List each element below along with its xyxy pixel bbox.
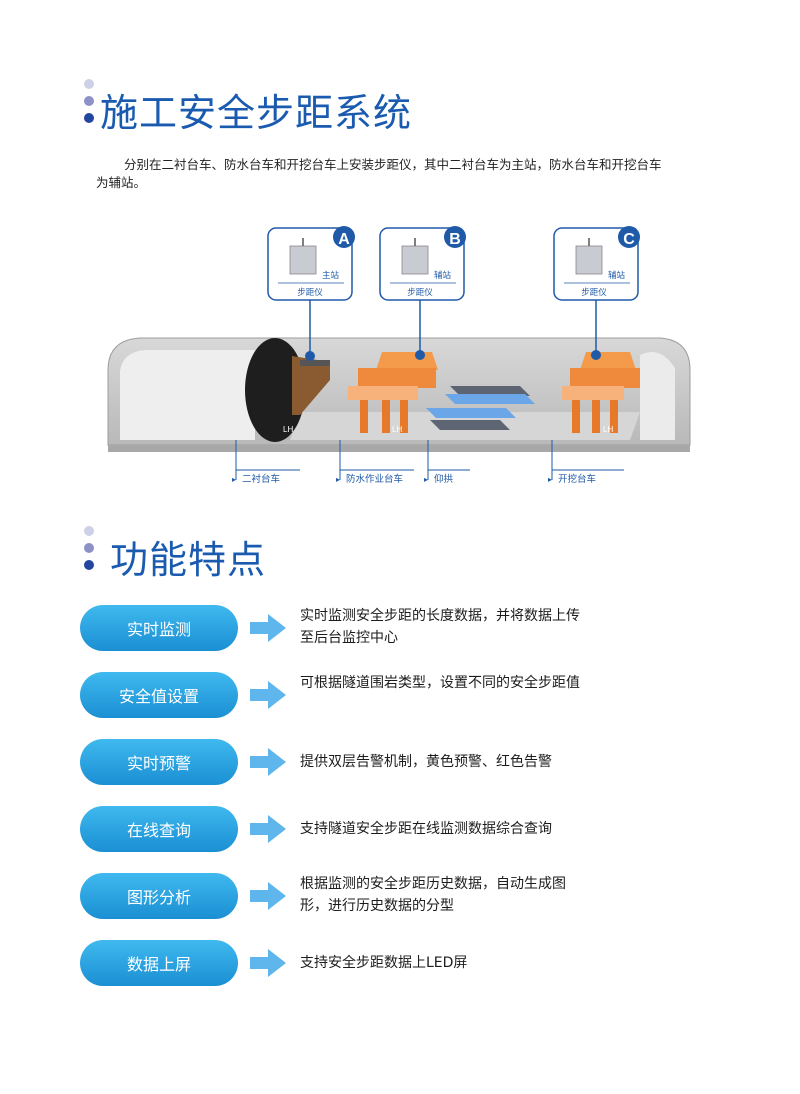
device-box-a: 主站 步距仪 A	[267, 226, 355, 301]
tunnel-inner-right	[640, 351, 675, 440]
svg-text:仰拱: 仰拱	[434, 473, 454, 485]
tunnel-diagram: LH LH LH 主站 步距仪	[107, 226, 691, 485]
device-box-b: 辅站 步距仪 B	[379, 226, 466, 301]
feature-pill: 实时监测	[80, 605, 238, 651]
feature-pill: 在线查询	[80, 806, 238, 852]
arrow-right-icon	[250, 748, 286, 776]
feature-pill: 图形分析	[80, 873, 238, 919]
bottom-label-excavation	[551, 440, 624, 480]
intro-paragraph: 分别在二衬台车、防水台车和开挖台车上安装步距仪，其中二衬台车为主站，防水台车和开…	[96, 156, 666, 192]
bottom-label-waterproof	[339, 440, 414, 480]
arrow-right-icon	[250, 882, 286, 910]
title-bullet-dots	[84, 79, 96, 130]
feature-desc: 支持安全步距数据上LED屏	[300, 955, 468, 971]
feature-desc: 支持隧道安全步距在线监测数据综合查询	[300, 821, 552, 837]
svg-text:步距仪: 步距仪	[581, 288, 607, 298]
svg-text:▸: ▸	[336, 475, 340, 484]
svg-text:辅站: 辅站	[434, 270, 452, 281]
feature-row-realtime-monitoring: 实时监测 实时监测安全步距的长度数据，并将数据上传至后台监控中心	[80, 605, 620, 651]
lining-trolley-frame	[292, 356, 330, 415]
section-title-system: 施工安全步距系统	[100, 91, 413, 135]
bottom-label-invert	[427, 440, 470, 480]
feature-row-led-display: 数据上屏 支持安全步距数据上LED屏	[80, 940, 620, 986]
invert-arch-plates	[426, 386, 535, 430]
svg-text:步距仪: 步距仪	[297, 288, 323, 298]
tunnel-inner-left	[120, 350, 255, 440]
feature-row-realtime-alert: 实时预警 提供双层告警机制，黄色预警、红色告警	[80, 739, 620, 785]
svg-text:开挖台车: 开挖台车	[558, 473, 596, 485]
arrow-right-icon	[250, 949, 286, 977]
feature-pill: 数据上屏	[80, 940, 238, 986]
svg-text:主站: 主站	[322, 270, 340, 281]
arrow-right-icon	[250, 681, 286, 709]
section-title-features: 功能特点	[110, 538, 267, 582]
arrow-right-icon	[250, 614, 286, 642]
svg-text:二衬台车: 二衬台车	[242, 473, 280, 485]
feature-row-online-query: 在线查询 支持隧道安全步距在线监测数据综合查询	[80, 806, 620, 852]
tunnel-floor	[108, 445, 690, 452]
feature-desc: 可根据隧道围岩类型，设置不同的安全步距值	[300, 675, 580, 691]
feature-pill: 安全值设置	[80, 672, 238, 718]
lining-trolley-ring	[245, 338, 305, 442]
trolley-mark-a: LH	[283, 425, 293, 434]
svg-text:防水作业台车: 防水作业台车	[346, 473, 403, 485]
badge-letter-b: B	[449, 231, 461, 248]
svg-text:辅站: 辅站	[608, 270, 626, 281]
feature-desc: 实时监测安全步距的长度数据，并将数据上传至后台监控中心	[300, 608, 580, 646]
sensor-dot-c	[591, 350, 601, 360]
badge-letter-a: A	[338, 231, 350, 248]
feature-row-threshold-setting: 安全值设置 可根据隧道围岩类型，设置不同的安全步距值	[80, 672, 620, 718]
title-bullet-dots-2	[84, 526, 96, 577]
arrow-right-icon	[250, 815, 286, 843]
svg-text:LH: LH	[603, 425, 613, 434]
feature-row-graph-analysis: 图形分析 根据监测的安全步距历史数据，自动生成图形，进行历史数据的分型	[80, 873, 620, 919]
lining-trolley-beam	[300, 360, 330, 366]
svg-text:▸: ▸	[548, 475, 552, 484]
excavation-trolley: LH	[562, 352, 640, 434]
svg-text:▸: ▸	[424, 475, 428, 484]
svg-text:步距仪: 步距仪	[407, 288, 433, 298]
feature-pill: 实时预警	[80, 739, 238, 785]
sensor-dot-a	[305, 351, 315, 361]
intro-text: 分别在二衬台车、防水台车和开挖台车上安装步距仪，其中二衬台车为主站，防水台车和开…	[96, 157, 662, 190]
device-box-c: 辅站 步距仪 C	[553, 226, 640, 301]
svg-text:LH: LH	[392, 425, 402, 434]
badge-letter-c: C	[623, 231, 635, 248]
svg-text:▸: ▸	[232, 475, 236, 484]
feature-desc: 根据监测的安全步距历史数据，自动生成图形，进行历史数据的分型	[300, 876, 566, 914]
feature-desc: 提供双层告警机制，黄色预警、红色告警	[300, 754, 552, 770]
sensor-dot-b	[415, 350, 425, 360]
bottom-label-lining	[235, 440, 300, 480]
